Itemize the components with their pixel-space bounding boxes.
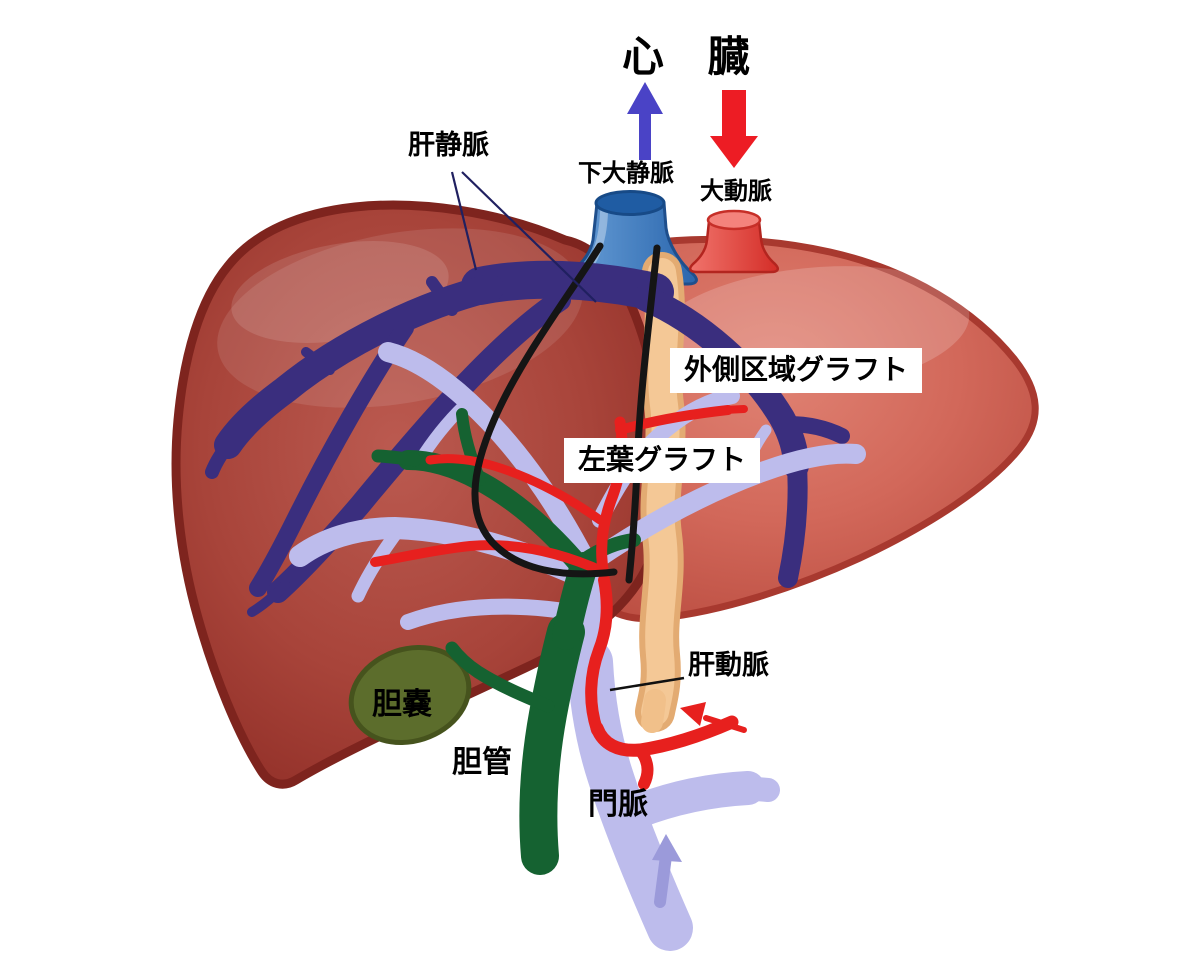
aorta-label: 大動脈 bbox=[700, 178, 772, 205]
heart-outflow-arrow-icon bbox=[627, 82, 663, 160]
left-lobe-graft-label: 左葉グラフト bbox=[564, 438, 761, 483]
hepatic-vein-label: 肝静脈 bbox=[408, 130, 489, 160]
hepatic-vein-pointer-lines bbox=[450, 171, 597, 303]
heart-label: 心 臓 bbox=[622, 33, 766, 80]
gallbladder-label: 胆嚢 bbox=[372, 688, 432, 721]
aorta-vessel bbox=[689, 209, 779, 274]
inferior-vena-cava-label: 下大静脈 bbox=[578, 160, 674, 187]
gallbladder-shape bbox=[348, 644, 472, 746]
bile-duct-label: 胆管 bbox=[452, 746, 512, 779]
lateral-segment-graft-label: 外側区域グラフト bbox=[670, 348, 923, 393]
portal-vein-vessels bbox=[289, 342, 866, 951]
hepatic-artery-pointer-line bbox=[609, 676, 685, 692]
heart-inflow-arrow-icon bbox=[710, 90, 758, 168]
artery-flow-arrow-icon bbox=[680, 702, 747, 733]
descending-aorta bbox=[635, 252, 686, 733]
portal-flow-arrow-icon bbox=[652, 834, 682, 908]
portal-vein-label: 門脈 bbox=[588, 788, 648, 821]
hepatic-artery-label: 肝動脈 bbox=[688, 650, 769, 680]
